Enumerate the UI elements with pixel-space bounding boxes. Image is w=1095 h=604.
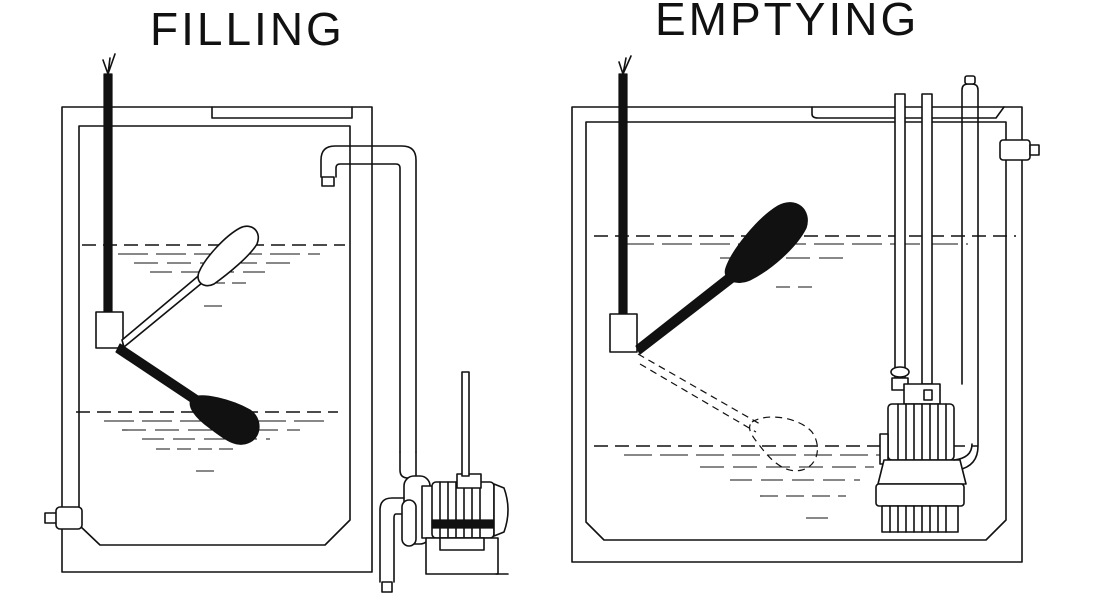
filling-switch-box bbox=[95, 311, 124, 349]
emptying-float-arm bbox=[635, 271, 737, 355]
filling-inlet-nozzle bbox=[55, 506, 83, 530]
filling-tank-outer bbox=[61, 106, 373, 573]
emptying-outlet-nozzle bbox=[999, 139, 1031, 161]
emptying-cable-ends bbox=[618, 55, 632, 75]
emptying-ghost-float bbox=[748, 416, 819, 472]
emptying-title: EMPTYING bbox=[655, 0, 920, 45]
filling-ghost-float bbox=[197, 225, 259, 287]
filling-float-cable bbox=[103, 73, 113, 313]
filling-title: FILLING bbox=[150, 3, 345, 55]
emptying-float-cable bbox=[618, 73, 628, 315]
emptying-tank-inner bbox=[585, 121, 1007, 541]
filling-surface-pump bbox=[379, 371, 509, 593]
emptying-switch-box bbox=[609, 313, 638, 353]
emptying-submersible-pump bbox=[875, 366, 973, 533]
emptying-high-water-ripples bbox=[624, 243, 968, 288]
emptying-float bbox=[724, 202, 808, 283]
filling-panel bbox=[44, 53, 509, 593]
emptying-ghost-float-arm bbox=[637, 353, 761, 433]
emptying-panel bbox=[571, 55, 1040, 563]
filling-float-arm bbox=[115, 343, 199, 405]
filling-cable-ends bbox=[102, 53, 116, 75]
filling-tank-lid bbox=[211, 106, 353, 119]
filling-ghost-float-arm bbox=[121, 271, 209, 348]
emptying-tank-lid bbox=[811, 106, 1005, 119]
emptying-outlet-cap bbox=[1029, 144, 1040, 156]
filling-float bbox=[189, 395, 260, 445]
emptying-tank-outer bbox=[571, 106, 1023, 563]
emptying-low-water-ripples bbox=[624, 454, 880, 519]
filling-outlet-pipe bbox=[320, 145, 417, 453]
filling-outlet-nozzle bbox=[321, 176, 335, 187]
